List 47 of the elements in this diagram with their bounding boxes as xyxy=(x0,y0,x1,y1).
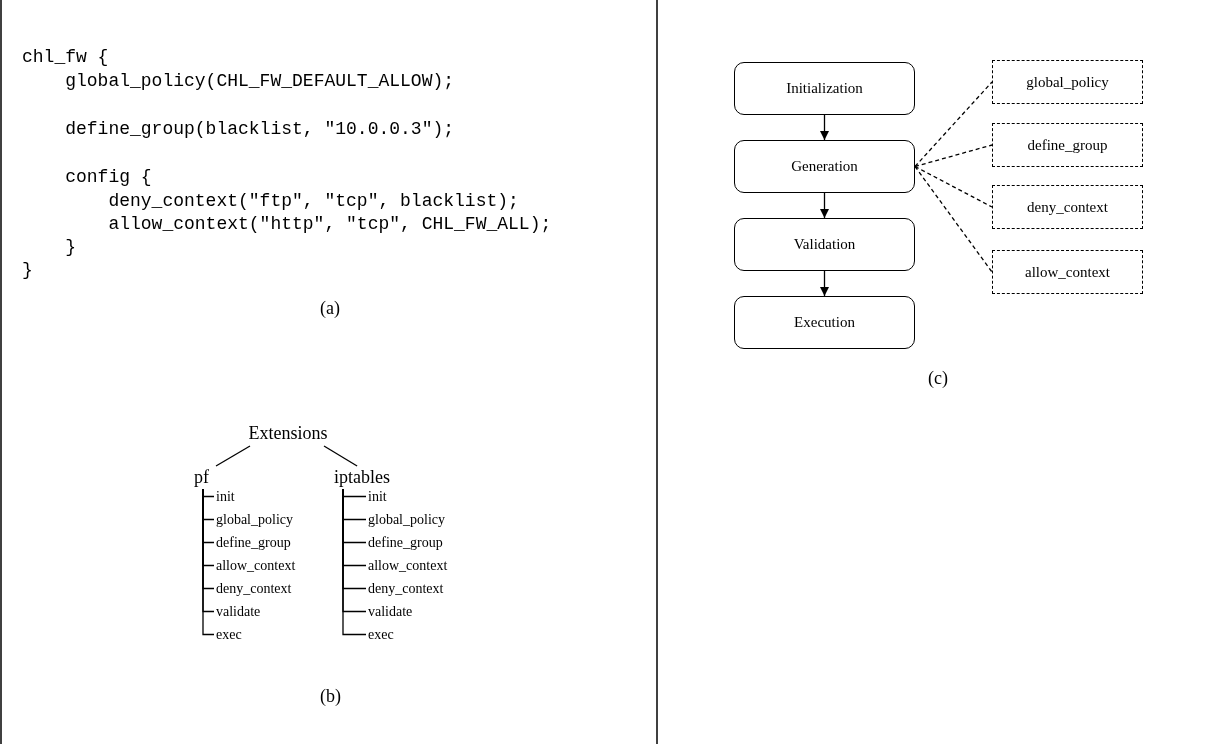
code-line: define_group(blacklist, "10.0.0.3"); xyxy=(65,118,455,141)
code-line: allow_context("http", "tcp", CHL_FW_ALL); xyxy=(108,213,552,236)
code-line: global_policy(CHL_FW_DEFAULT_ALLOW); xyxy=(65,70,455,93)
tree-label: validate xyxy=(216,601,316,622)
code-line: chl_fw { xyxy=(22,46,109,69)
tree-line xyxy=(323,445,358,467)
panel-caption: (c) xyxy=(928,367,948,389)
tree-label: init xyxy=(368,486,468,507)
tree-line xyxy=(342,488,367,636)
process-box: Initialization xyxy=(734,62,915,115)
tree-label: define_group xyxy=(216,532,316,553)
tree-label: validate xyxy=(368,601,468,622)
tree-label: deny_context xyxy=(368,578,468,599)
arrow xyxy=(819,270,830,297)
tree-label: global_policy xyxy=(216,509,316,530)
tree-line xyxy=(202,488,215,636)
code-line: } xyxy=(22,259,33,282)
tree-label: deny_context xyxy=(216,578,316,599)
dashed-connector xyxy=(914,165,993,273)
tree-label: exec xyxy=(216,624,316,645)
tree-label: allow_context xyxy=(216,555,316,576)
tree-label: define_group xyxy=(368,532,468,553)
code-line: deny_context("ftp", "tcp", blacklist); xyxy=(108,190,519,213)
tree-label: Extensions xyxy=(238,421,338,445)
process-box: Generation xyxy=(734,140,915,193)
process-box: Execution xyxy=(734,296,915,349)
tree-line xyxy=(215,445,251,467)
tree-label: allow_context xyxy=(368,555,468,576)
dashed-connector xyxy=(914,81,993,168)
function-box: allow_context xyxy=(992,250,1143,294)
function-box: define_group xyxy=(992,123,1143,167)
process-box: Validation xyxy=(734,218,915,271)
tree-label: iptables xyxy=(334,465,400,489)
tree-label: global_policy xyxy=(368,509,468,530)
tree-label: pf xyxy=(194,465,216,489)
tree-label: exec xyxy=(368,624,468,645)
arrow xyxy=(819,114,830,141)
code-line: config { xyxy=(65,166,152,189)
panel-caption: (b) xyxy=(320,685,341,707)
arrow xyxy=(819,192,830,219)
dashed-connector xyxy=(914,144,993,168)
dashed-connector xyxy=(914,165,993,208)
function-box: deny_context xyxy=(992,185,1143,229)
panel-caption: (a) xyxy=(320,297,340,319)
tree-label: init xyxy=(216,486,316,507)
function-box: global_policy xyxy=(992,60,1143,104)
code-line: } xyxy=(65,236,76,259)
